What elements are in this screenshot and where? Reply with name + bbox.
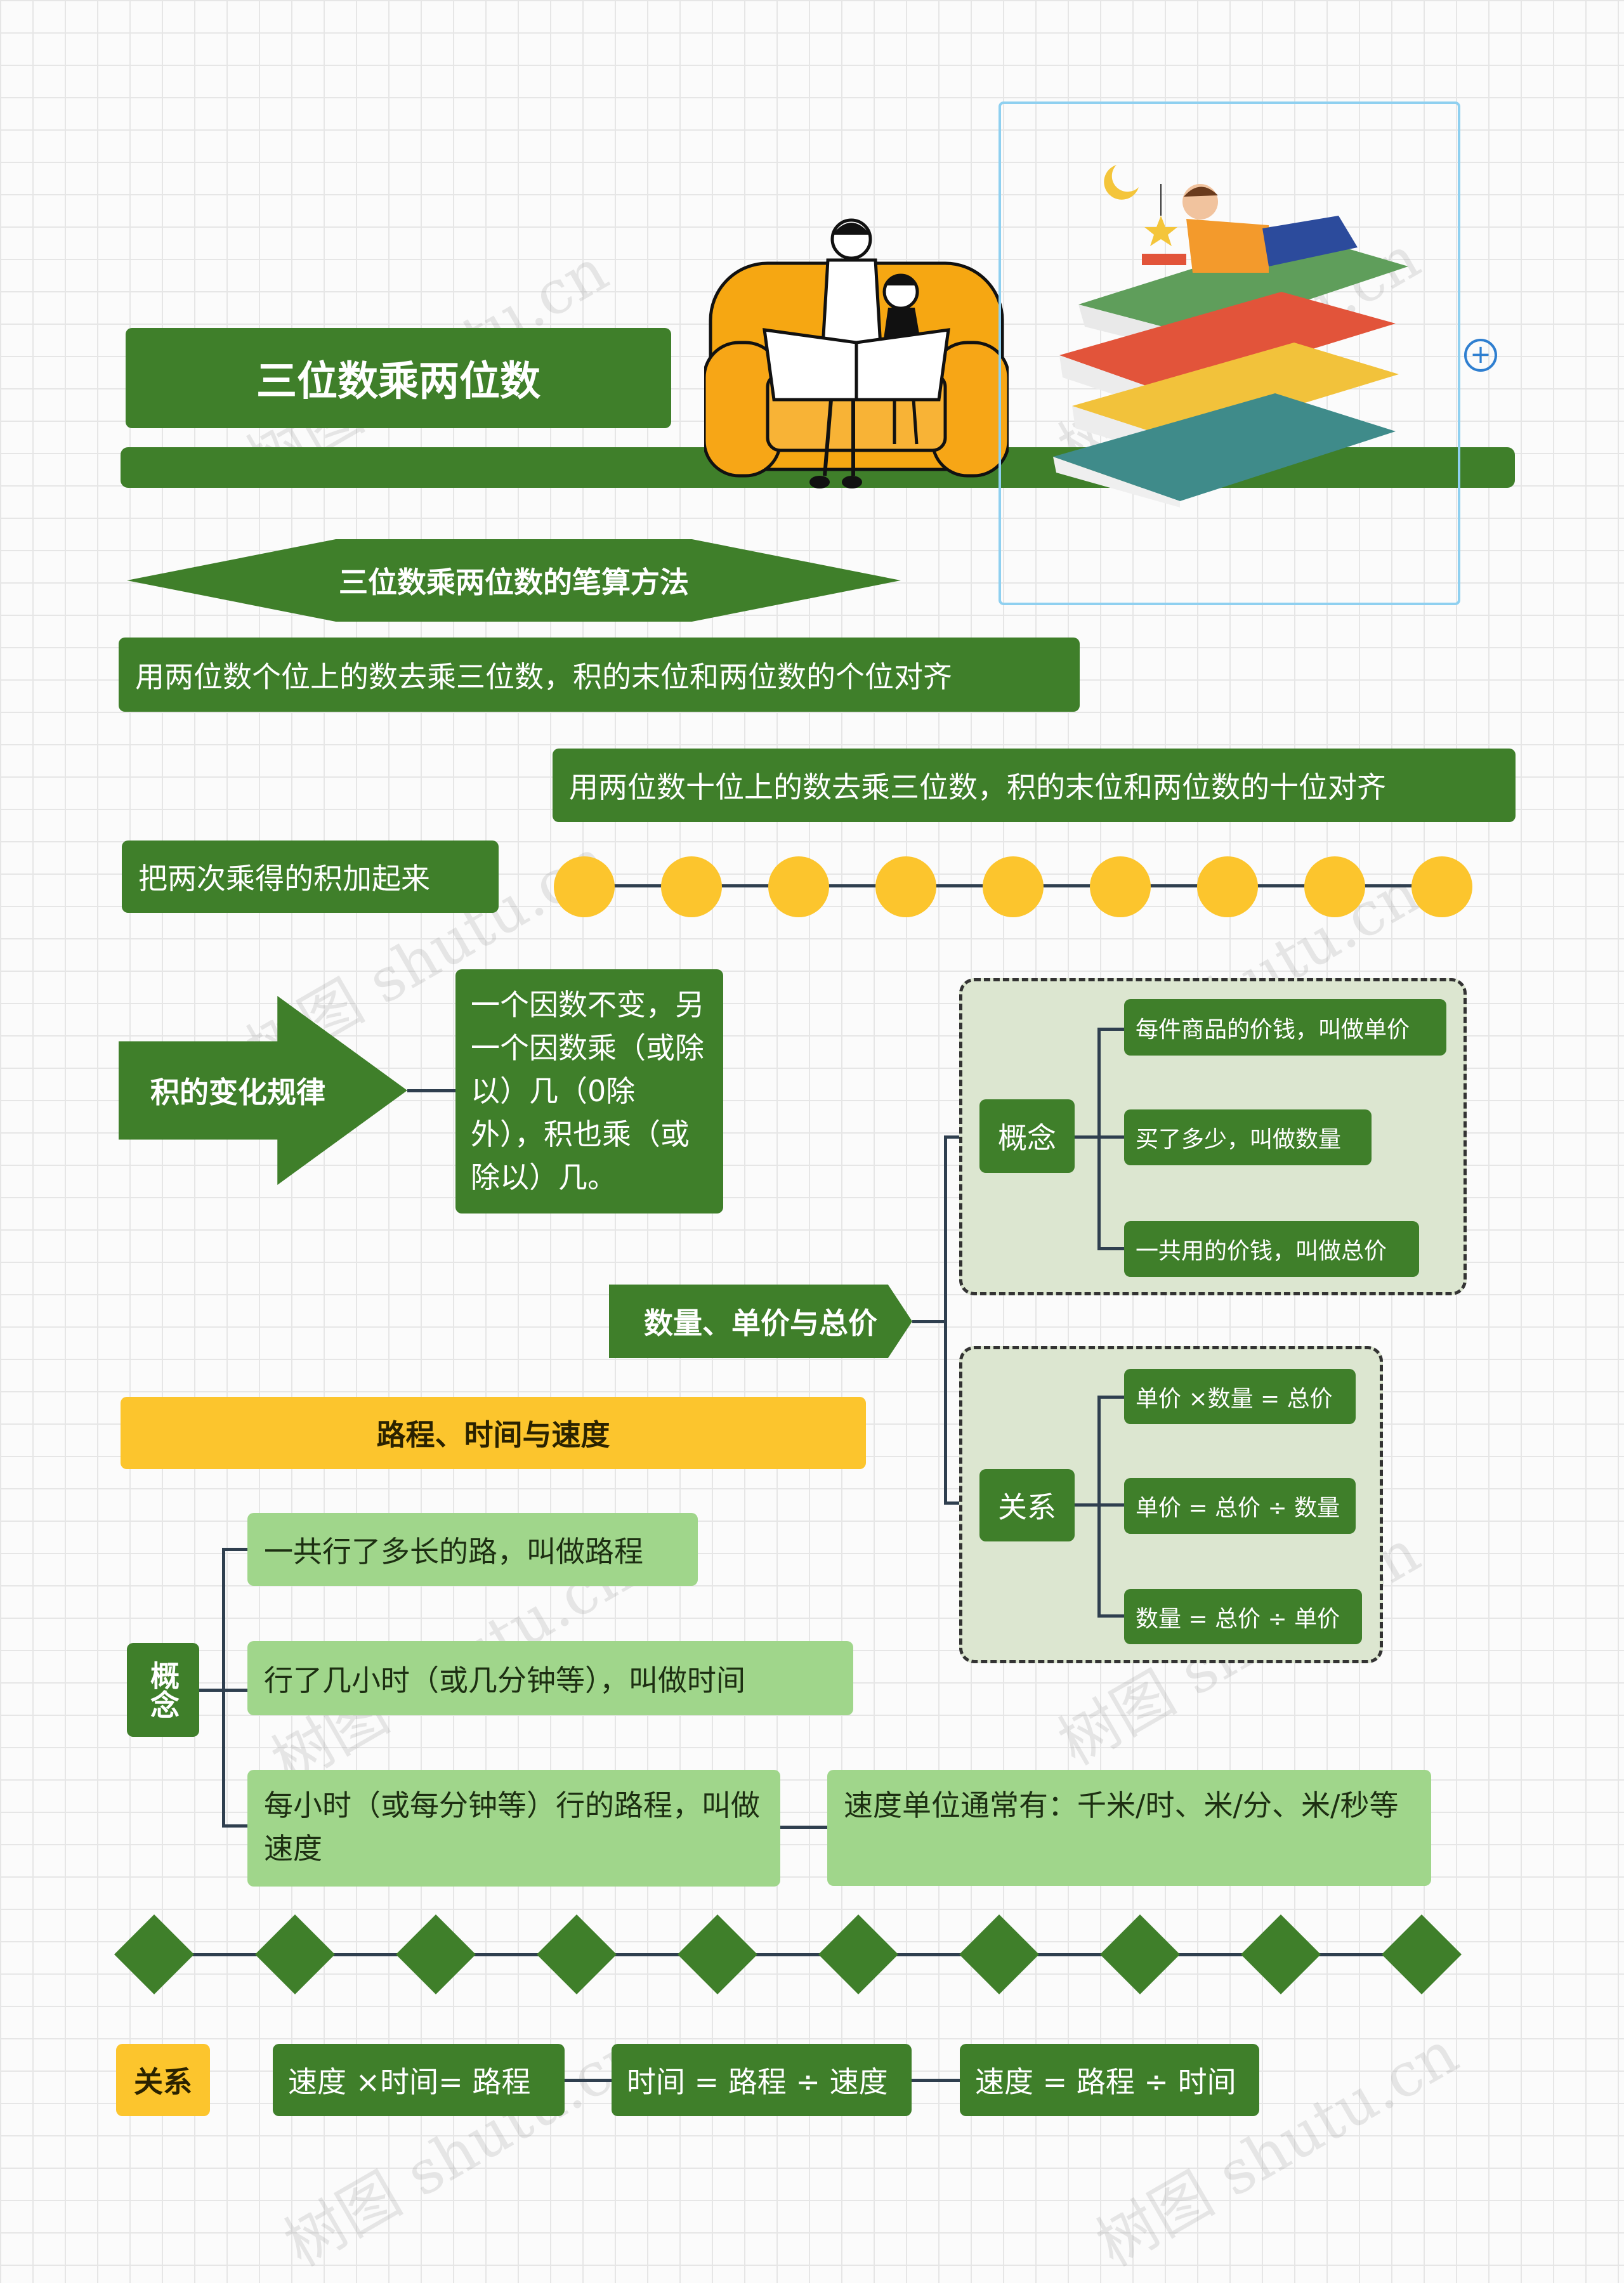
connector [1097,1028,1101,1250]
connector [222,1548,247,1551]
dot [1197,856,1258,917]
dot [554,856,615,917]
diamond [959,1914,1039,1994]
dot [1090,856,1151,917]
dts-concept-speed: 每小时（或每分钟等）行的路程，叫做速度 [247,1770,780,1887]
method-step-3: 把两次乘得的积加起来 [122,841,499,913]
diamond-chain-line [155,1953,1456,1956]
connector [199,1689,225,1692]
dts-concept-label: 概念 [127,1643,199,1737]
qp-relation-unit-price: 单价 = 总价 ÷ 数量 [1124,1478,1356,1534]
connector [1075,1503,1100,1507]
dts-relation-label: 关系 [116,2044,210,2116]
product-rule-arrow: 积的变化规律 [119,996,407,1185]
connector [1097,1247,1124,1250]
connector [222,1548,225,1827]
diamond [114,1914,194,1994]
written-method-heading: 三位数乘两位数的笔算方法 [127,539,901,622]
diamond [255,1914,335,1994]
dts-concept-distance: 一共行了多长的路，叫做路程 [247,1513,698,1586]
method-step-1: 用两位数个位上的数去乘三位数，积的末位和两位数的个位对齐 [119,638,1080,712]
diamond [818,1914,898,1994]
written-method-heading-text: 三位数乘两位数的笔算方法 [339,565,689,599]
qp-concept-total: 一共用的价钱，叫做总价 [1124,1221,1419,1277]
expand-icon[interactable]: + [1464,339,1497,372]
qp-relation-label: 关系 [979,1469,1075,1541]
connector [565,2079,613,2082]
connector [1097,1396,1124,1399]
product-rule-heading: 积的变化规律 [150,1075,325,1109]
diamond [678,1914,757,1994]
dot [875,856,936,917]
connector [1097,1503,1124,1507]
dts-concept-time: 行了几小时（或几分钟等），叫做时间 [247,1641,853,1715]
dts-relation-time: 时间 = 路程 ÷ 速度 [612,2044,912,2116]
qp-concept-label: 概念 [979,1099,1075,1173]
connector [912,2079,961,2082]
method-step-2: 用两位数十位上的数去乘三位数，积的末位和两位数的十位对齐 [553,749,1516,822]
illustration-frame[interactable] [999,101,1460,605]
diamond [1100,1914,1180,1994]
diamond [396,1914,476,1994]
dot [661,856,722,917]
dot [1304,856,1365,917]
connector [222,1689,247,1692]
product-rule-content: 一个因数不变，另一个因数乘（或除以）几（0除外），积也乘（或除以）几。 [455,969,723,1213]
qp-concept-quantity: 买了多少，叫做数量 [1124,1109,1372,1165]
qp-relation-quantity: 数量 = 总价 ÷ 单价 [1124,1589,1362,1644]
diamond [537,1914,617,1994]
dot [768,856,829,917]
connector [1097,1396,1101,1618]
connector [912,1320,946,1323]
connector [944,1135,947,1505]
reading-family-illustration [704,218,1009,488]
connector [1097,1135,1124,1139]
dts-heading: 路程、时间与速度 [121,1397,866,1469]
books-stack-illustration [1053,165,1408,507]
dts-speed-unit-note: 速度单位通常有：千米/时、米/分、米/秒等 [827,1770,1431,1886]
connector [780,1826,828,1829]
dts-relation-distance: 速度 ×时间= 路程 [273,2044,565,2116]
dts-relation-speed: 速度 = 路程 ÷ 时间 [960,2044,1259,2116]
diamond [1241,1914,1321,1994]
dts-concept-label-text: 概念 [146,1661,180,1719]
qp-relation-total: 单价 ×数量 = 总价 [1124,1369,1356,1424]
connector [222,1824,247,1828]
qp-concept-unit-price: 每件商品的价钱，叫做单价 [1124,999,1446,1056]
diamond [1382,1914,1462,1994]
page-title: 三位数乘两位数 [126,328,671,428]
connector [407,1089,457,1092]
dot [983,856,1044,917]
quantity-price-heading-text: 数量、单价与总价 [644,1306,877,1340]
connector [1097,1614,1124,1618]
connector [1075,1135,1100,1139]
dot [1411,856,1472,917]
connector [1097,1028,1124,1031]
quantity-price-heading: 数量、单价与总价 [609,1285,912,1358]
